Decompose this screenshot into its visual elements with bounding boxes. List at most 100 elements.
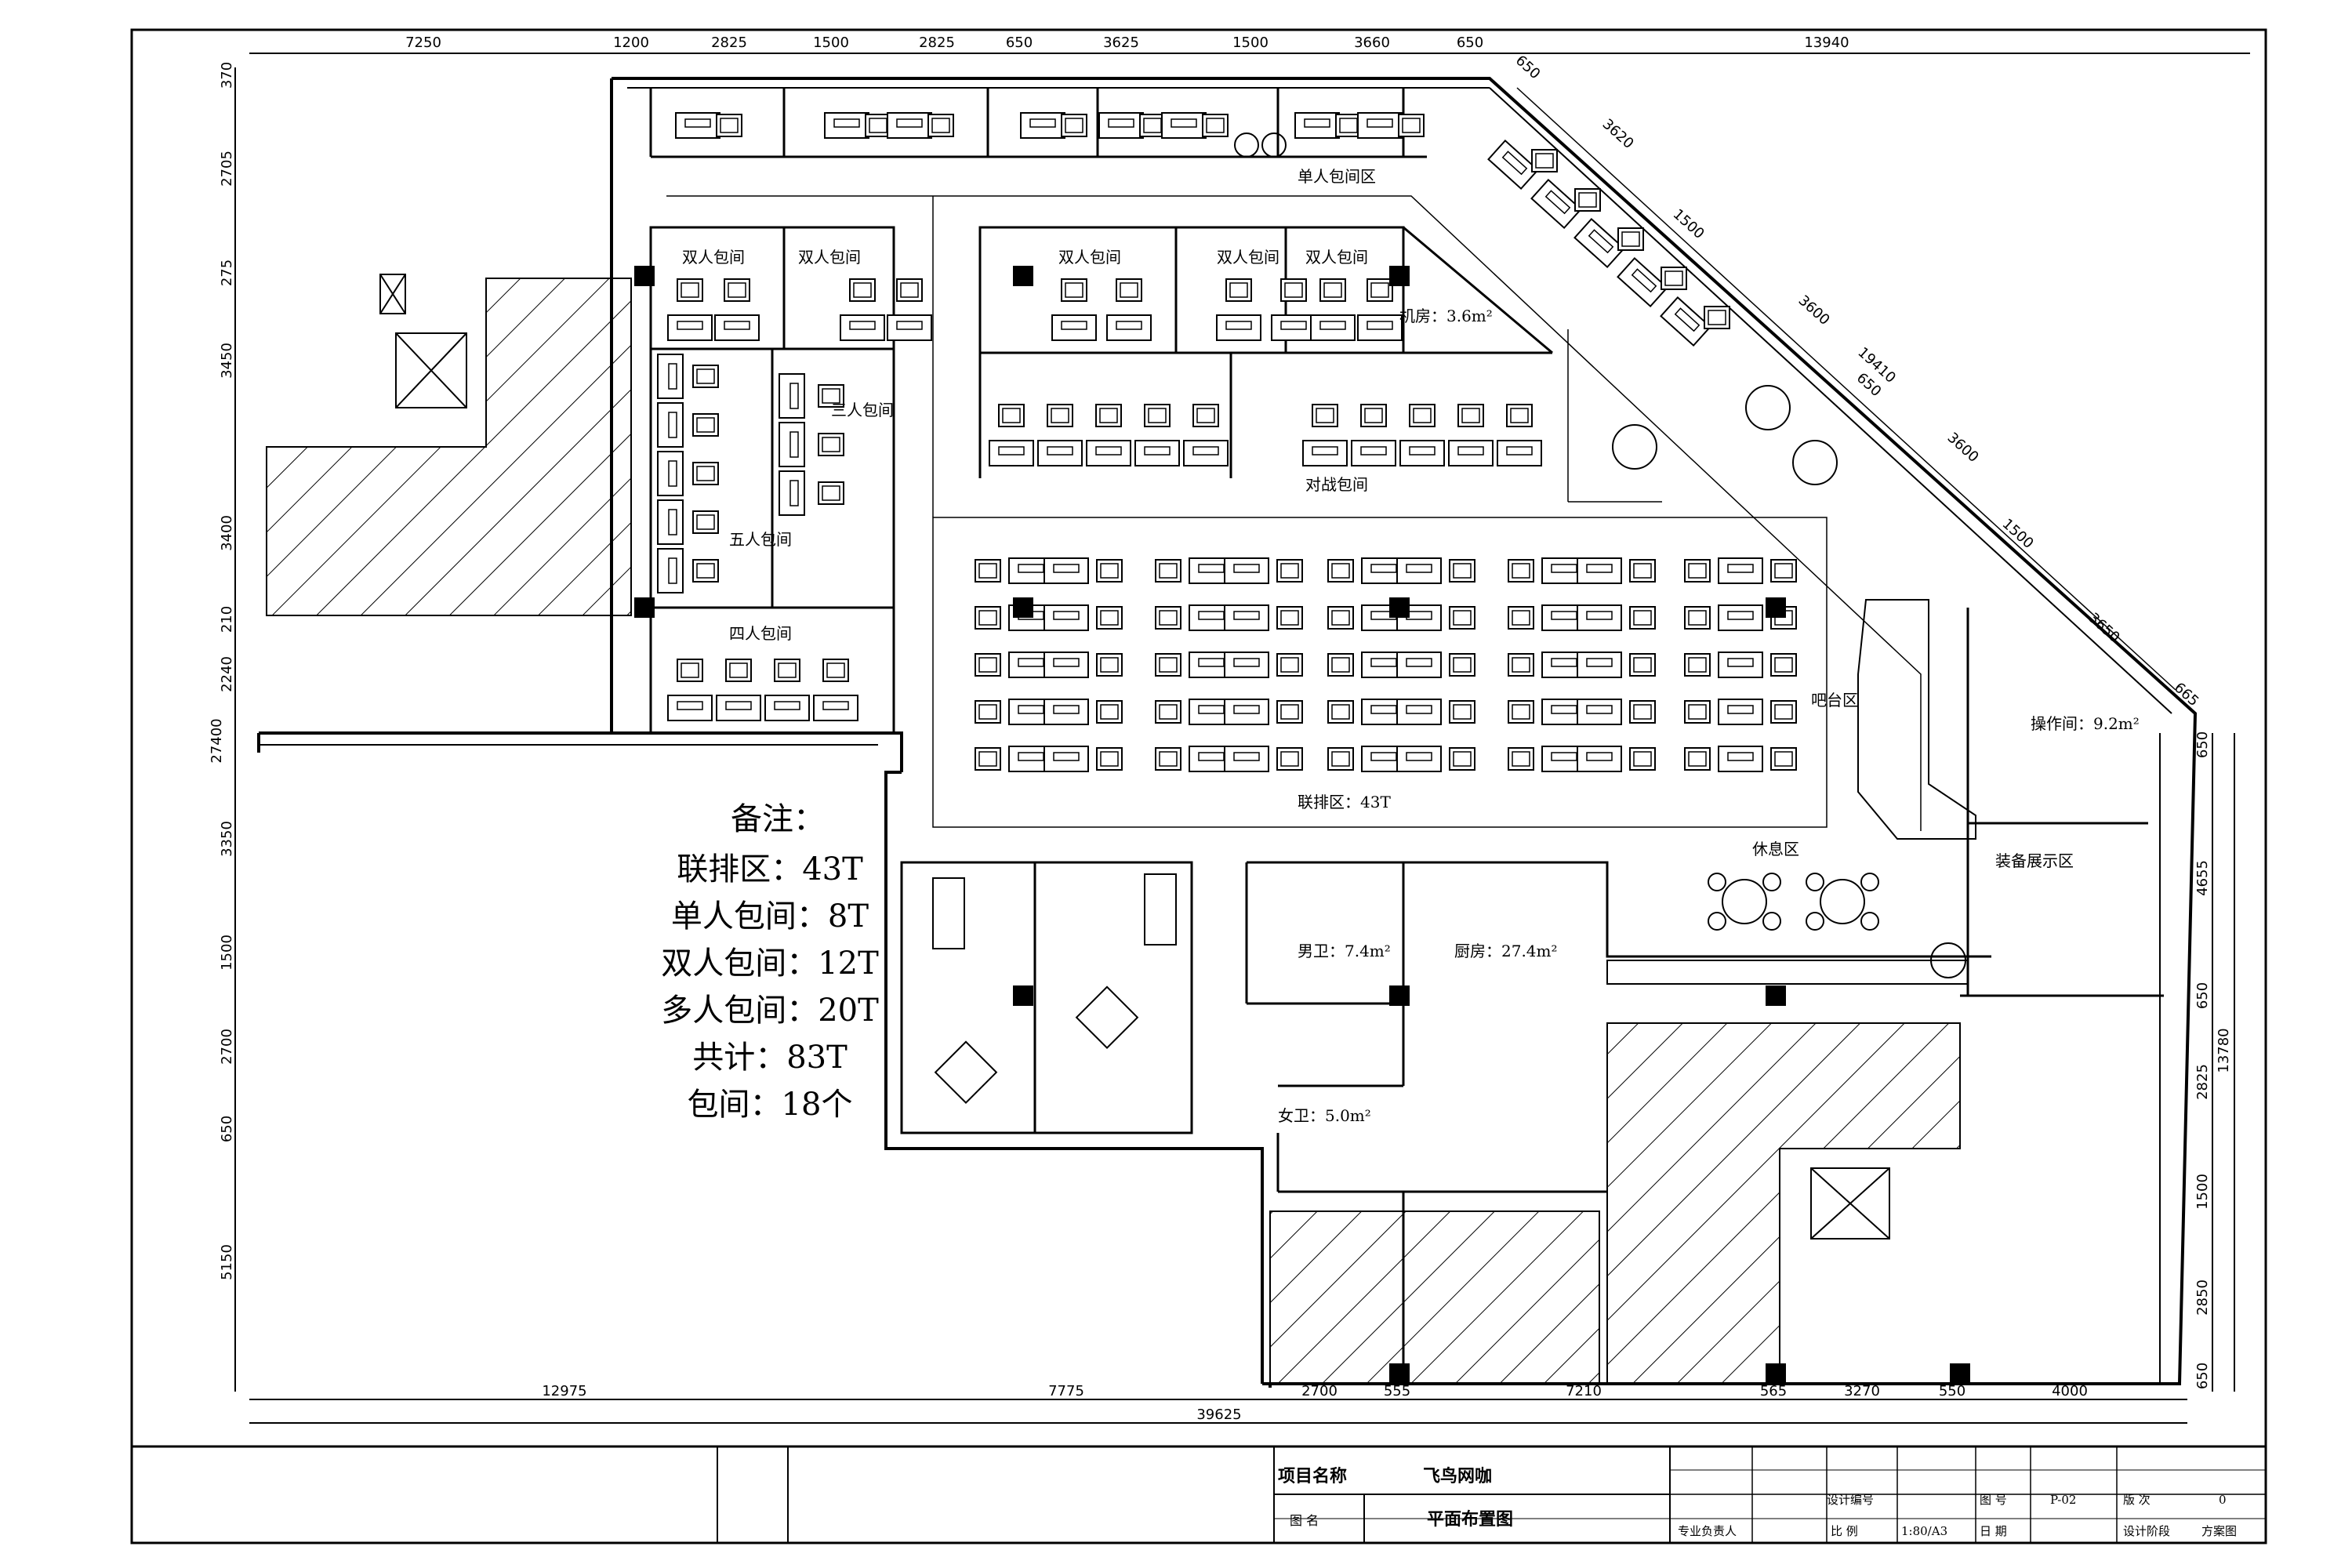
- dim-diagonal-value: 3650: [2085, 610, 2123, 646]
- booth-seat: [1225, 278, 1252, 302]
- row-seat: [1684, 700, 1711, 724]
- building-walls: [257, 77, 2198, 1388]
- row-desk: [1396, 652, 1442, 678]
- row-seat: [1508, 653, 1534, 677]
- label-operation: 操作间：9.2m²: [2031, 714, 2140, 733]
- dim-bottom-4: 555: [1384, 1383, 1410, 1399]
- pillar: [1013, 266, 1033, 286]
- dim-top-11: 13940: [1804, 34, 1849, 51]
- dim-diagonal-value: 3620: [1599, 116, 1637, 152]
- dim-left-value: 1500: [219, 935, 235, 971]
- row-seat: [1770, 653, 1797, 677]
- row-seat: [1327, 747, 1354, 771]
- booth-desk: [1357, 112, 1403, 139]
- row-area-seats: [975, 557, 1797, 772]
- booth-desk: [1497, 440, 1542, 466]
- dim-top-1: 7250: [405, 34, 441, 51]
- row-desk: [1396, 699, 1442, 725]
- tb-version-value: 0: [2219, 1493, 2227, 1507]
- row-seat: [975, 747, 1001, 771]
- booth-seat: [1061, 278, 1087, 302]
- row-seat: [1684, 653, 1711, 677]
- row-seat: [1449, 700, 1475, 724]
- pillar: [1389, 597, 1410, 618]
- booth-seat: [677, 659, 703, 682]
- row-desk: [1044, 557, 1089, 584]
- booth-desk: [1573, 218, 1625, 268]
- booth-desk: [714, 314, 760, 341]
- label-machine-room: 机房：3.6m²: [1399, 307, 1493, 325]
- notes-line-4: 多人包间：20T: [661, 993, 879, 1029]
- booth-desk: [840, 314, 885, 341]
- dim-right-value: 650: [2194, 1363, 2211, 1389]
- dim-bottom-5: 7210: [1566, 1383, 1602, 1399]
- row-seat: [1508, 700, 1534, 724]
- label-versus-booth: 对战包间: [1305, 475, 1368, 494]
- row-seat: [1096, 606, 1123, 630]
- tb-project-label: 项目名称: [1278, 1466, 1347, 1486]
- row-seat: [1327, 653, 1354, 677]
- tb-drawing-label: 图 名: [1290, 1513, 1319, 1528]
- booth-seat: [927, 114, 954, 137]
- sheet-frame: [130, 28, 2267, 1544]
- dim-left-value: 2240: [219, 656, 235, 692]
- booth-seat: [1192, 404, 1219, 427]
- elevator: [379, 274, 1890, 1240]
- lounge-tables: [1708, 873, 1879, 931]
- booth-desk: [1051, 314, 1097, 341]
- booth-desk: [764, 695, 810, 721]
- row-seat: [1327, 700, 1354, 724]
- row-desk: [1577, 557, 1622, 584]
- tb-date-label: 日 期: [1980, 1524, 2007, 1538]
- booth-desk: [1487, 140, 1539, 190]
- label-female-wc: 女卫：5.0m²: [1278, 1106, 1371, 1125]
- dim-top-4: 1500: [813, 34, 849, 51]
- row-desk: [1577, 746, 1622, 772]
- row-desk: [1224, 604, 1269, 631]
- booth-seat: [692, 559, 719, 583]
- booth-desk: [1310, 314, 1356, 341]
- booth-seat: [692, 462, 719, 485]
- row-desk: [1044, 746, 1089, 772]
- booth-seat: [1704, 306, 1730, 329]
- pillar: [1950, 1363, 1970, 1384]
- tb-drawing-no-value: P-02: [2050, 1493, 2076, 1507]
- row-desk: [1396, 746, 1442, 772]
- row-seat: [1155, 559, 1181, 583]
- booth-seat: [1574, 188, 1601, 212]
- tb-drawing-value: 平面布置图: [1427, 1509, 1513, 1530]
- tb-drawing-no-label: 图 号: [1980, 1493, 2007, 1507]
- row-desk: [1718, 746, 1763, 772]
- pillar: [1766, 985, 1786, 1006]
- booth-desk: [675, 112, 720, 139]
- booth-desk: [1161, 112, 1207, 139]
- label-four-booth: 四人包间: [729, 624, 792, 643]
- label-row-area: 联排区：43T: [1298, 793, 1391, 811]
- label-five-booth: 五人包间: [729, 530, 792, 549]
- row-desk: [1577, 652, 1622, 678]
- booth-seat: [1319, 278, 1346, 302]
- dim-left-value: 650: [219, 1116, 235, 1142]
- row-seat: [1155, 606, 1181, 630]
- dim-right-value: 1500: [2194, 1174, 2211, 1210]
- label-male-wc: 男卫：7.4m²: [1298, 942, 1391, 960]
- booth-seat: [822, 659, 849, 682]
- booth-desk: [1294, 112, 1340, 139]
- row-seat: [975, 559, 1001, 583]
- row-desk: [1718, 652, 1763, 678]
- row-seat: [1629, 747, 1656, 771]
- booth-desk: [1357, 314, 1403, 341]
- label-double-booth-4: 双人包间: [1217, 248, 1279, 267]
- dim-bottom-2: 7775: [1048, 1383, 1084, 1399]
- booth-seat: [1144, 404, 1171, 427]
- booth-desk: [1106, 314, 1152, 341]
- dim-top-9: 3660: [1354, 34, 1390, 51]
- booth-desk: [716, 695, 761, 721]
- booth-seat: [1367, 278, 1393, 302]
- row-seat: [1508, 747, 1534, 771]
- booth-desk: [1020, 112, 1065, 139]
- row-seat: [1327, 559, 1354, 583]
- booth-desk: [989, 440, 1034, 466]
